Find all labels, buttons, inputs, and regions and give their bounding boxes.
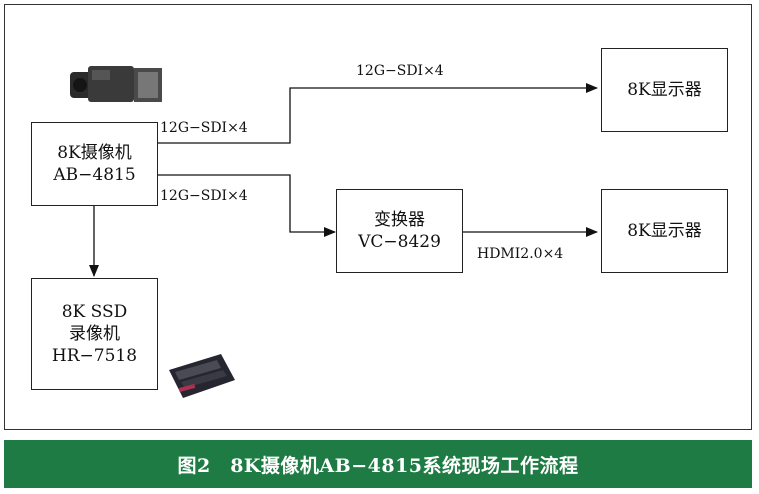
converter-name: 变换器 bbox=[374, 209, 425, 230]
edge-camera-to-display-top bbox=[158, 83, 598, 144]
recorder-node: 8K SSD 录像机 HR−7518 bbox=[31, 278, 158, 390]
converter-model: VC−8429 bbox=[358, 232, 441, 252]
edge-camera-to-converter bbox=[158, 174, 336, 237]
edge-label-hdmi: HDMI2.0×4 bbox=[477, 246, 564, 262]
converter-node: 变换器 VC−8429 bbox=[336, 189, 463, 273]
camera-node: 8K摄像机 AB−4815 bbox=[31, 122, 158, 206]
camera-model: AB−4815 bbox=[53, 165, 136, 185]
display-top-name: 8K显示器 bbox=[627, 79, 702, 100]
recorder-model: HR−7518 bbox=[51, 346, 138, 367]
edge-label-top-lower: 12G−SDI×4 bbox=[160, 120, 248, 136]
display-bottom-name: 8K显示器 bbox=[627, 220, 702, 241]
caption-text: 图2 8K摄像机AB−4815系统现场工作流程 bbox=[177, 454, 579, 477]
ssd-card-photo bbox=[169, 354, 235, 398]
edge-label-converter: 12G−SDI×4 bbox=[160, 188, 248, 204]
camera-name: 8K摄像机 bbox=[57, 142, 132, 163]
figure-caption: 图2 8K摄像机AB−4815系统现场工作流程 bbox=[4, 440, 752, 488]
display-bottom-node: 8K显示器 bbox=[601, 189, 728, 273]
recorder-type: 8K SSD bbox=[61, 301, 128, 322]
recorder-name: 录像机 bbox=[69, 323, 120, 344]
diagram-frame bbox=[4, 4, 752, 430]
camera-photo bbox=[70, 66, 162, 102]
display-top-node: 8K显示器 bbox=[601, 48, 728, 132]
edge-label-top-upper: 12G−SDI×4 bbox=[356, 63, 444, 79]
